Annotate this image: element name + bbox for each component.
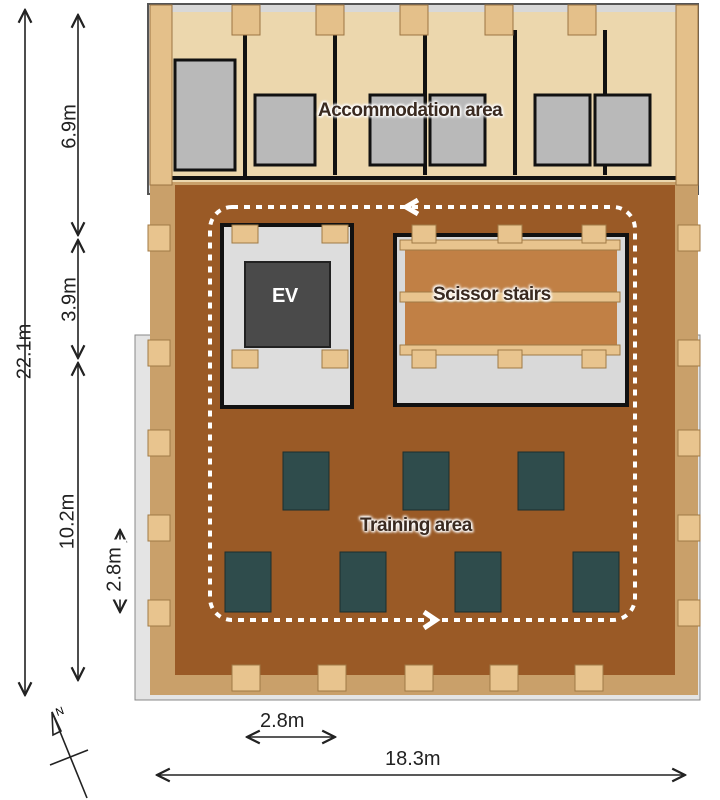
- accommodation-area-label: Accommodation area: [318, 100, 503, 121]
- elevator-shaft: [244, 261, 331, 348]
- training-tables: [224, 451, 620, 613]
- ev-label: EV: [272, 285, 298, 307]
- route-arrow-left-icon: [401, 197, 420, 217]
- dim-total-width: 18.3m: [385, 748, 441, 770]
- stair-beams: [231, 224, 621, 369]
- dim-bay-depth: 2.8m: [103, 539, 127, 600]
- dim-accommodation-depth: 6.9m: [58, 104, 81, 149]
- dim-training-depth: 10.2m: [56, 493, 79, 550]
- timber-columns: [147, 224, 701, 692]
- dim-core-depth: 3.9m: [58, 277, 81, 322]
- circulation-route: [208, 205, 637, 622]
- route-arrow-right-icon: [422, 609, 441, 631]
- bathroom-pods: [173, 58, 652, 172]
- scissor-stairs-label: Scissor stairs: [433, 284, 551, 305]
- north-arrow-icon: [49, 711, 89, 799]
- dim-bay-width: 2.8m: [260, 710, 305, 732]
- training-area-label: Training area: [360, 515, 472, 536]
- dim-total-height: 22.1m: [13, 323, 36, 380]
- roof-beams: [149, 4, 699, 186]
